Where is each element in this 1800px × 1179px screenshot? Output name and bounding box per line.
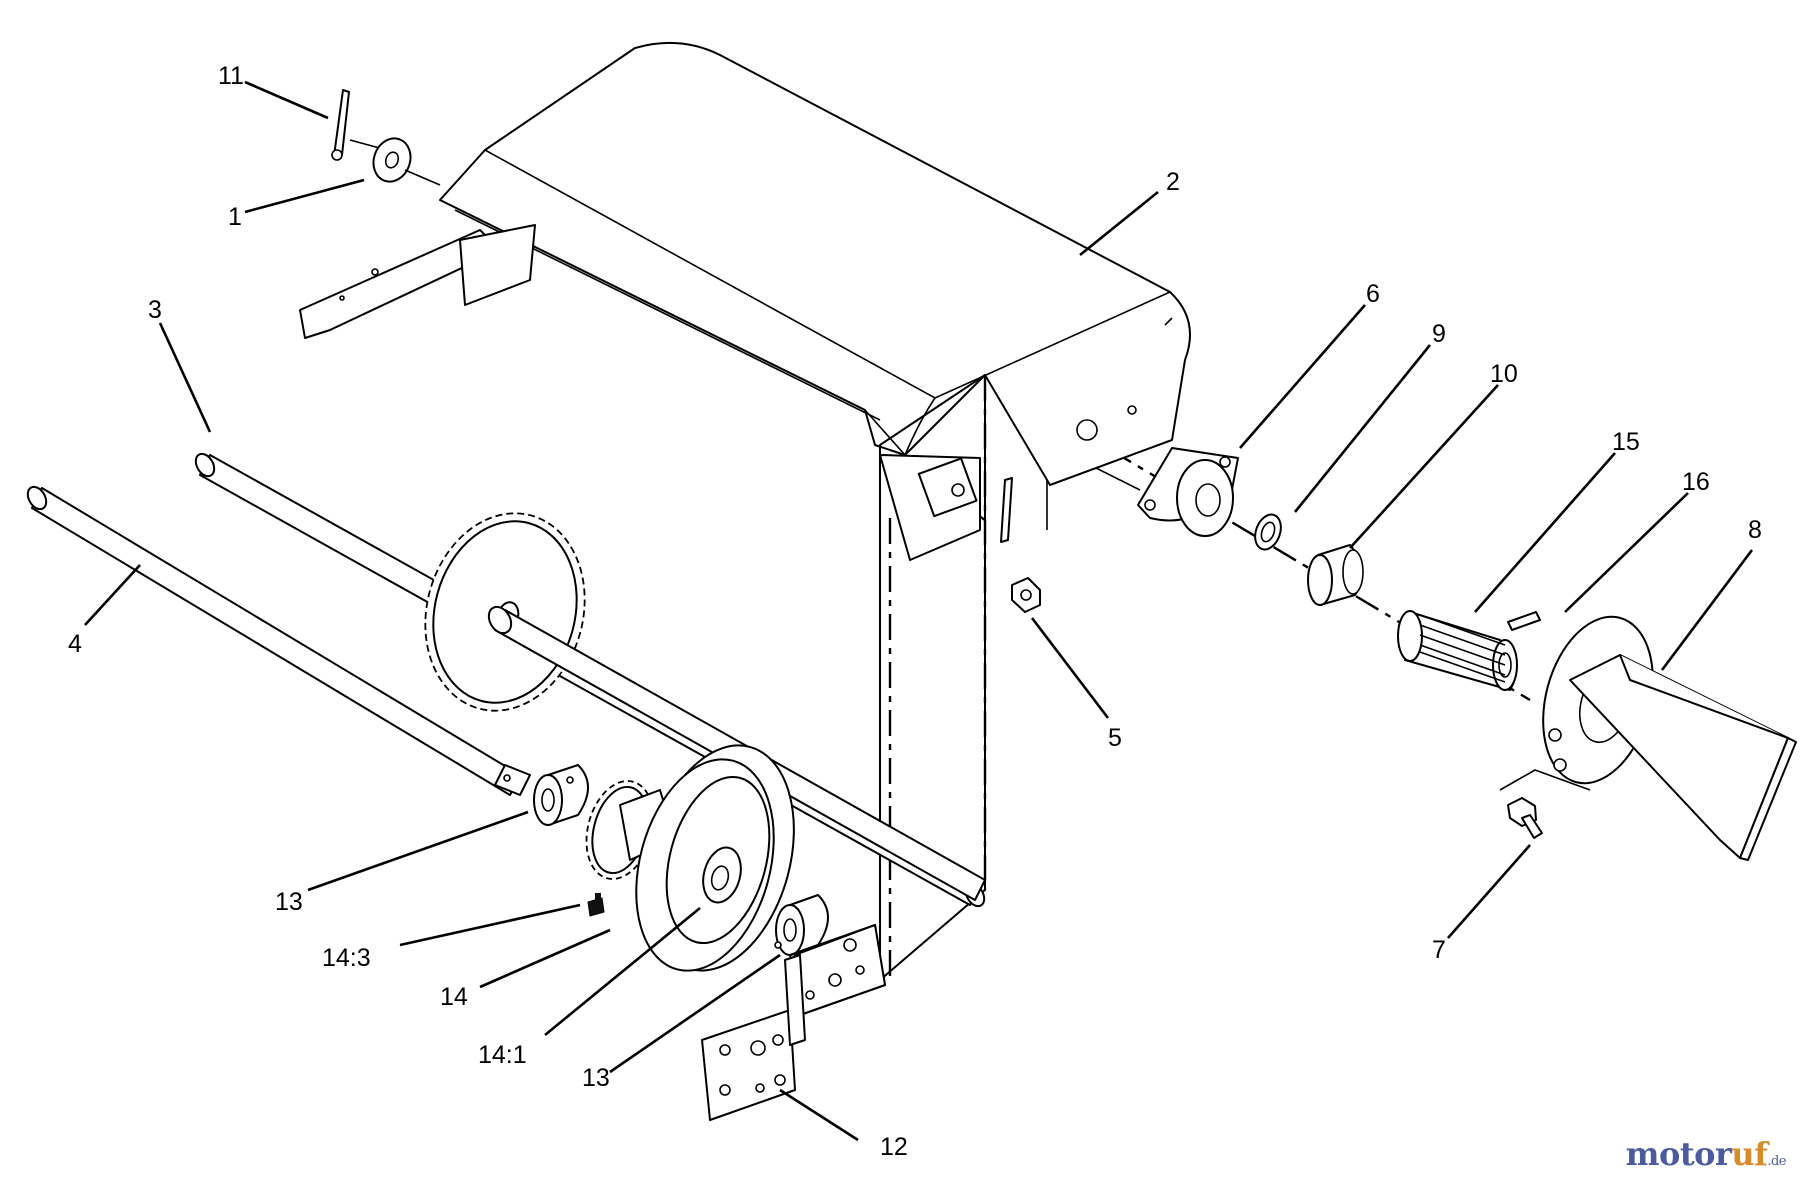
callout-4: 4 [68,630,82,658]
callout-16: 16 [1682,468,1710,496]
callout-15: 15 [1612,428,1640,456]
washer-9 [1254,513,1282,551]
callout-12: 12 [880,1133,908,1161]
bracket-plates-12 [701,924,886,1121]
callout-7: 7 [1432,936,1446,964]
shaft-4 [26,485,531,796]
callout-13-upper: 13 [275,888,303,916]
watermark-accent: uf [1731,1135,1768,1173]
watermark-logo: motoruf.de [1625,1135,1787,1173]
callout-labels: 11 1 2 3 4 5 6 9 10 15 16 8 7 13 14:3 14… [68,62,1762,1161]
nut-5 [1011,577,1041,613]
pulley-14 [635,744,795,972]
callout-6: 6 [1366,280,1380,308]
grease-fitting-14-3 [587,893,605,917]
collar-13-upper [533,764,589,826]
callout-5: 5 [1108,724,1122,752]
callout-9: 9 [1432,320,1446,348]
bushing-10 [1307,544,1364,606]
chute-8 [1499,615,1797,861]
leader-lines [84,80,1754,1142]
watermark-main: motor [1625,1135,1732,1173]
callout-1: 1 [228,203,242,231]
flange-bearing-6 [1137,447,1239,537]
washer-1 [372,137,441,186]
callout-2: 2 [1166,168,1180,196]
callout-11: 11 [218,62,244,90]
callout-3: 3 [148,296,162,324]
callout-8: 8 [1748,516,1762,544]
bolt-7 [1507,797,1543,839]
shroud-cotter-pin [1000,477,1013,543]
callout-10: 10 [1490,360,1518,388]
watermark-tld: .de [1767,1154,1786,1169]
callout-13-lower: 13 [582,1064,610,1092]
key-16 [1507,611,1541,631]
callout-14: 14 [440,983,468,1011]
callout-14-1: 14:1 [478,1041,527,1069]
shroud-housing [299,41,1191,981]
callout-14-3: 14:3 [322,944,371,972]
splined-coupler-15 [1397,610,1518,691]
